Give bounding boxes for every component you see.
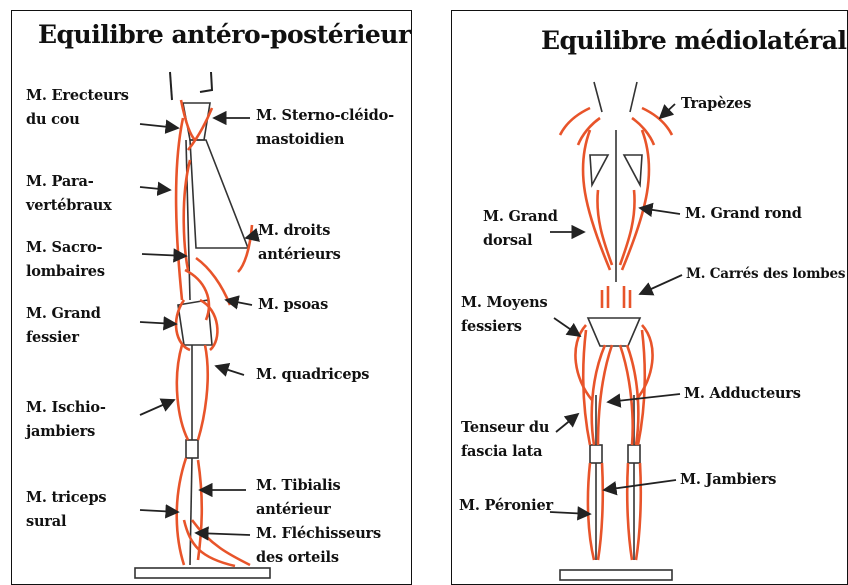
right-skeleton (560, 82, 672, 580)
label-ischio-jambiers: M. Ischio-jambiers (26, 396, 106, 444)
label-para-vertebraux: M. Para-vertébraux (26, 170, 112, 218)
label-peronier: M. Péronier (459, 494, 553, 518)
label-sterno-cleido-mastoidien: M. Sterno-cléido-mastoidien (256, 104, 394, 152)
label-carres-des-lombes: M. Carrés des lombes (686, 262, 845, 286)
label-trapezes: Trapèzes (681, 92, 751, 116)
label-sacro-lombaires: M. Sacro-lombaires (26, 236, 105, 284)
label-grand-rond: M. Grand rond (685, 202, 802, 226)
left-muscles (176, 100, 252, 566)
label-psoas: M. psoas (258, 293, 328, 317)
label-jambiers: M. Jambiers (680, 468, 776, 492)
label-adducteurs: M. Adducteurs (684, 382, 801, 406)
label-quadriceps: M. quadriceps (256, 363, 369, 387)
